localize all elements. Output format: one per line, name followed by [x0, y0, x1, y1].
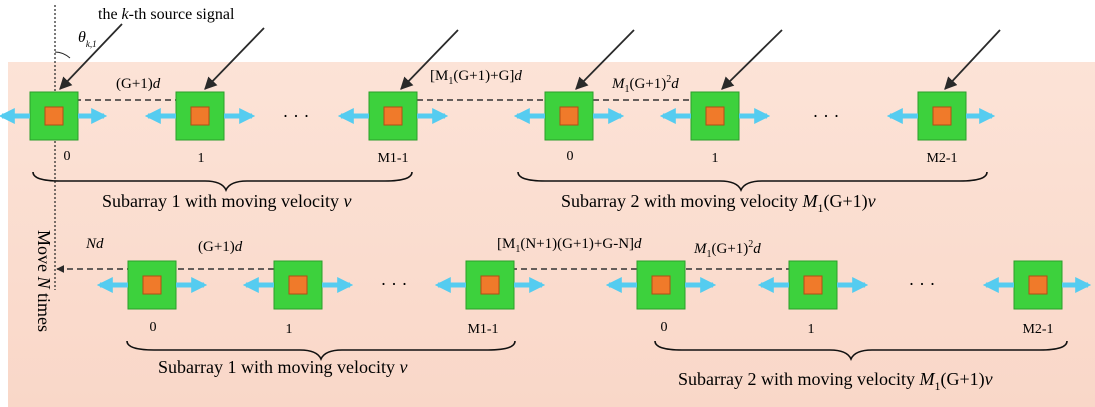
row2-index-2: M1-1 [467, 322, 498, 337]
row1-index-2: M1-1 [377, 151, 408, 166]
row1-index-4: 1 [712, 151, 719, 166]
row1-element-3 [513, 91, 625, 141]
row1-index-3: 0 [567, 149, 574, 164]
theta-angle-arc [54, 51, 71, 59]
row1-ellipsis-2: · · · [813, 106, 840, 126]
row2-element-1 [242, 260, 354, 310]
row1-element-4 [659, 91, 771, 141]
row2-element-0 [96, 260, 208, 310]
row2-index-1: 1 [286, 322, 293, 337]
row1-element-1 [144, 91, 256, 141]
row2-index-3: 0 [661, 320, 668, 335]
row1-brace-2 [517, 171, 988, 192]
row1-element-2 [337, 91, 449, 141]
row2-element-4 [757, 260, 869, 310]
theta-label: θk,1 [78, 29, 97, 49]
row2-spacing-label-1: (G+1)d [198, 239, 243, 255]
row2-spacing-label-2: [M1(N+1)(G+1)+G-N]d [497, 236, 642, 255]
row1-spacing-label-2: [M1(G+1)+G]d [430, 68, 522, 87]
row2-brace-2 [654, 340, 1068, 361]
row2-ellipsis-2: · · · [909, 274, 936, 294]
incident-arrows [59, 23, 1001, 90]
row1-subarray-2-label: Subarray 2 with moving velocity M1(G+1)v [561, 191, 876, 215]
row1-index-5: M2-1 [926, 151, 957, 166]
row1-subarray-1-label: Subarray 1 with moving velocity v [102, 191, 351, 211]
move-n-times-label: Move N times [34, 230, 54, 332]
row2-element-2 [434, 260, 546, 310]
row2-brace-1 [126, 340, 516, 361]
row1-element-5 [886, 91, 996, 141]
row1-element-0 [0, 91, 108, 141]
row2-subarray-1-label: Subarray 1 with moving velocity v [158, 357, 407, 377]
row2-element-3 [605, 260, 717, 310]
row1-brace-1 [32, 171, 413, 192]
row2-subarray-2-label: Subarray 2 with moving velocity M1(G+1)v [678, 369, 993, 393]
source-signal-label: the k-th source signal [98, 6, 235, 23]
row2-ellipsis-1: · · · [381, 274, 408, 294]
row2-index-5: M2-1 [1022, 322, 1053, 337]
row2-element-5 [982, 260, 1092, 310]
row1-ellipsis-1: · · · [283, 106, 310, 126]
row1-index-0: 0 [64, 149, 71, 164]
row2-spacing-label-3: M1(G+1)2d [693, 239, 761, 260]
row2-index-4: 1 [808, 322, 815, 337]
row1-index-1: 1 [198, 151, 205, 166]
row2-nd-label: Nd [85, 236, 104, 252]
row2-index-0: 0 [150, 320, 157, 335]
row1-spacing-label-3: M1(G+1)2d [611, 74, 679, 95]
row1-spacing-label-1: (G+1)d [116, 76, 161, 92]
